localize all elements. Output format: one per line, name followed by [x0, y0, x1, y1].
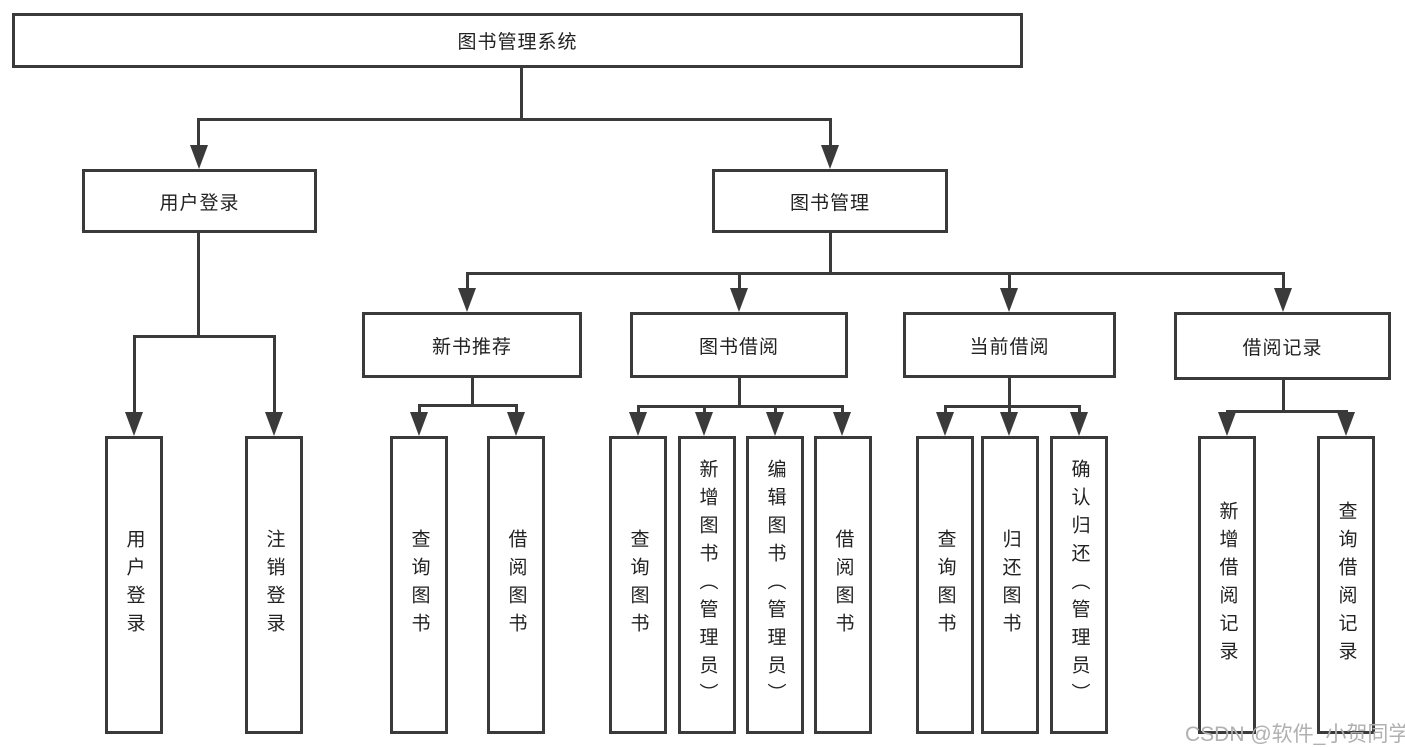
node-book-borrow: 图书借阅 — [630, 312, 848, 378]
node-borrow-record: 借阅记录 — [1174, 312, 1391, 380]
leaf-query-borrow-record: 查询借阅记录 — [1317, 436, 1375, 734]
arrow-down-icon — [821, 145, 839, 169]
connector-l2-branch — [197, 118, 831, 121]
connector-g3-branch — [637, 405, 844, 408]
connector-login-drop — [197, 233, 200, 335]
arrow-down-icon — [629, 412, 647, 436]
leaf-borrow-book: 借阅图书 — [814, 436, 872, 734]
connector-g2-stem-1 — [418, 404, 421, 418]
leaf-label: 用户登录 — [123, 529, 145, 641]
connector-g1-stem-2 — [273, 335, 276, 417]
leaf-label: 新增借阅记录 — [1216, 501, 1238, 669]
leaf-return-book: 归还图书 — [981, 436, 1039, 734]
connector-g4-stem-3 — [1078, 405, 1081, 418]
arrow-down-icon — [695, 412, 713, 436]
connector-g3-stem-1 — [637, 405, 640, 418]
leaf-borrow-book-recommend: 借阅图书 — [487, 436, 545, 734]
arrow-down-icon — [936, 412, 954, 436]
leaf-label: 确认归还（管理员） — [1068, 459, 1090, 711]
arrow-down-icon — [458, 288, 476, 312]
arrow-down-icon — [190, 145, 208, 169]
connector-mgmt-drop — [829, 233, 832, 274]
connector-g4-stem-2 — [1008, 405, 1011, 418]
leaf-label: 新增图书（管理员） — [696, 459, 718, 711]
connector-l2-stem-login — [197, 118, 200, 148]
arrow-down-icon — [730, 288, 748, 312]
leaf-confirm-return-admin: 确认归还（管理员） — [1050, 436, 1108, 734]
arrow-down-icon — [125, 412, 143, 436]
arrow-down-icon — [1000, 288, 1018, 312]
leaf-label: 借阅图书 — [505, 529, 527, 641]
arrow-down-icon — [1337, 412, 1355, 436]
connector-g1-branch — [133, 335, 276, 338]
leaf-label: 归还图书 — [999, 529, 1021, 641]
leaf-query-book-borrow: 查询图书 — [609, 436, 667, 734]
connector-root-drop — [520, 68, 523, 118]
leaf-label: 借阅图书 — [832, 529, 854, 641]
arrow-down-icon — [1070, 412, 1088, 436]
connector-borrow-drop — [738, 378, 741, 408]
leaf-query-book-current: 查询图书 — [916, 436, 974, 734]
node-label: 图书借阅 — [698, 336, 779, 358]
node-label: 借阅记录 — [1242, 337, 1323, 359]
leaf-query-book-recommend: 查询图书 — [390, 436, 448, 734]
connector-l3-stem-1 — [466, 272, 469, 292]
connector-g4-stem-1 — [944, 405, 947, 418]
connector-l3-stem-2 — [738, 272, 741, 292]
node-label: 用户登录 — [159, 192, 240, 214]
arrow-down-icon — [265, 412, 283, 436]
leaf-label: 查询借阅记录 — [1335, 501, 1357, 669]
connector-record-drop — [1282, 380, 1285, 413]
leaf-add-borrow-record: 新增借阅记录 — [1198, 436, 1256, 734]
node-current-borrow: 当前借阅 — [903, 312, 1116, 378]
leaf-label: 查询图书 — [408, 529, 430, 641]
node-label: 当前借阅 — [969, 336, 1050, 358]
connector-l3-stem-4 — [1282, 272, 1285, 292]
node-label: 图书管理系统 — [457, 32, 578, 53]
connector-g3-stem-3 — [774, 405, 777, 418]
arrow-down-icon — [766, 412, 784, 436]
connector-g5-branch — [1226, 410, 1348, 413]
connector-g2-branch — [418, 404, 518, 407]
watermark: CSDN @软件_小贺同学 — [1185, 723, 1405, 746]
node-user-login: 用户登录 — [82, 169, 317, 233]
leaf-label: 查询图书 — [934, 529, 956, 641]
connector-g2-stem-2 — [515, 404, 518, 418]
arrow-down-icon — [1274, 288, 1292, 312]
node-root-system: 图书管理系统 — [12, 13, 1023, 68]
leaf-label: 注销登录 — [263, 529, 285, 641]
leaf-user-login: 用户登录 — [105, 436, 163, 734]
connector-g4-branch — [944, 405, 1081, 408]
connector-current-drop — [1008, 378, 1011, 408]
node-new-book-recommend: 新书推荐 — [362, 312, 582, 378]
connector-l3-stem-3 — [1008, 272, 1011, 292]
arrow-down-icon — [507, 412, 525, 436]
leaf-edit-book-admin: 编辑图书（管理员） — [746, 436, 804, 734]
connector-l3-branch — [466, 272, 1285, 275]
leaf-label: 编辑图书（管理员） — [764, 459, 786, 711]
connector-recommend-drop — [471, 378, 474, 407]
leaf-label: 查询图书 — [627, 529, 649, 641]
arrow-down-icon — [410, 412, 428, 436]
leaf-logout: 注销登录 — [245, 436, 303, 734]
arrow-down-icon — [1000, 412, 1018, 436]
connector-g3-stem-2 — [703, 405, 706, 418]
connector-g1-stem-1 — [133, 335, 136, 417]
connector-l2-stem-mgmt — [829, 118, 832, 148]
node-label: 图书管理 — [789, 192, 870, 214]
connector-g3-stem-4 — [841, 405, 844, 418]
node-book-management: 图书管理 — [712, 169, 948, 233]
node-label: 新书推荐 — [431, 336, 512, 358]
arrow-down-icon — [833, 412, 851, 436]
arrow-down-icon — [1218, 412, 1236, 436]
leaf-add-book-admin: 新增图书（管理员） — [678, 436, 736, 734]
